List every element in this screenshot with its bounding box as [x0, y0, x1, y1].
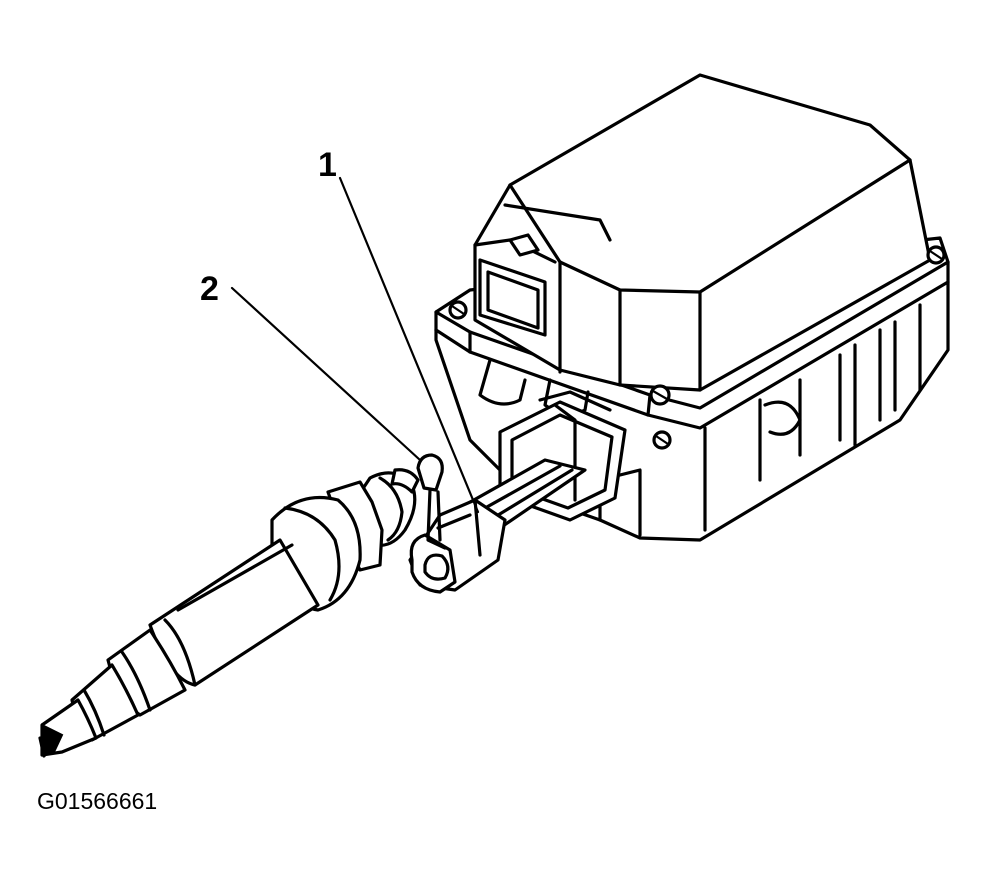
figure-id: G01566661	[37, 788, 157, 814]
callout-2-label: 2	[200, 270, 219, 308]
callout-1-label: 1	[318, 146, 337, 184]
release-tool	[38, 468, 420, 758]
leader-line-2	[230, 286, 422, 462]
harness-connector	[408, 498, 507, 594]
leader-lines	[230, 176, 480, 514]
leader-line-1	[338, 176, 480, 514]
